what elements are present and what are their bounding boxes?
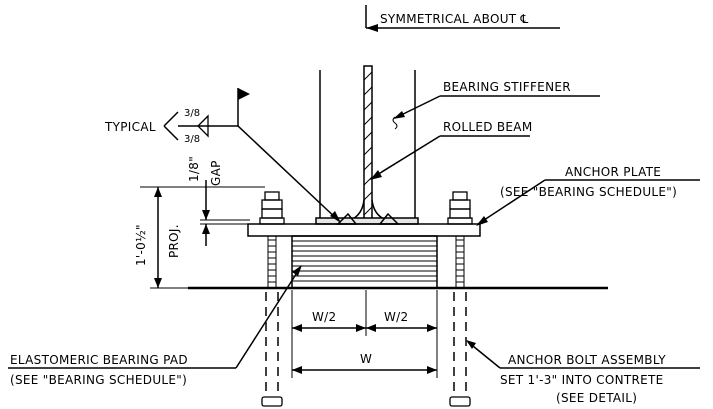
- anchor-bolt-detail: (SEE DETAIL): [556, 391, 637, 405]
- web-hatch: [363, 71, 373, 216]
- field-weld-flag-icon: [238, 88, 250, 100]
- projection-word: PROJ.: [167, 224, 181, 258]
- half-width-left: W/2: [312, 310, 336, 324]
- weld-size-bottom: 3/8: [184, 134, 200, 145]
- elastomeric-pad: [291, 235, 438, 289]
- half-width-right: W/2: [384, 310, 408, 324]
- gap-word: GAP: [209, 160, 223, 186]
- anchor-plate-note: (SEE "BEARING SCHEDULE"): [500, 185, 677, 199]
- bottom-flange: [315, 217, 419, 225]
- anchor-bolt-callout: ANCHOR BOLT ASSEMBLY SET 1'-3" INTO CONT…: [466, 340, 700, 405]
- bearing-stiffener-callout: BEARING STIFFENER: [393, 80, 600, 119]
- weld-size-top: 3/8: [184, 108, 200, 119]
- gap-dimension: 1/8" GAP: [187, 156, 250, 246]
- anchor-plate-label: ANCHOR PLATE: [565, 165, 661, 179]
- gap-value: 1/8": [187, 156, 201, 182]
- rolled-beam: [315, 65, 419, 225]
- symmetry-callout: SYMMETRICAL ABOUT ℄: [365, 5, 560, 32]
- anchor-bolt-embed: SET 1'-3" INTO CONTRETE: [500, 373, 664, 387]
- projection-dimension: 1'-0½" PROJ.: [134, 186, 265, 289]
- symmetry-label: SYMMETRICAL ABOUT ℄: [380, 12, 529, 26]
- width-label: W: [360, 352, 372, 366]
- anchor-bolt-left: [259, 191, 285, 407]
- rolled-beam-label: ROLLED BEAM: [443, 120, 532, 134]
- width-dimensions: W/2 W/2 W: [291, 290, 438, 378]
- typical-label: TYPICAL: [104, 120, 156, 134]
- anchor-bolt-label: ANCHOR BOLT ASSEMBLY: [508, 353, 666, 367]
- rolled-beam-callout: ROLLED BEAM: [370, 120, 532, 180]
- pad-note: (SEE "BEARING SCHEDULE"): [10, 373, 187, 387]
- projection-value: 1'-0½": [134, 224, 148, 266]
- fillet-weld-icon: [197, 114, 209, 138]
- anchor-bolt-right: [447, 191, 473, 407]
- weld-symbol: TYPICAL 3/8 3/8: [104, 88, 341, 223]
- anchor-plate: [247, 223, 481, 237]
- anchor-plate-callout: ANCHOR PLATE (SEE "BEARING SCHEDULE"): [476, 165, 700, 226]
- bearing-stiffener-label: BEARING STIFFENER: [443, 80, 571, 94]
- pad-callout: ELASTOMERIC BEARING PAD (SEE "BEARING SC…: [8, 265, 302, 387]
- pad-label: ELASTOMERIC BEARING PAD: [10, 353, 188, 367]
